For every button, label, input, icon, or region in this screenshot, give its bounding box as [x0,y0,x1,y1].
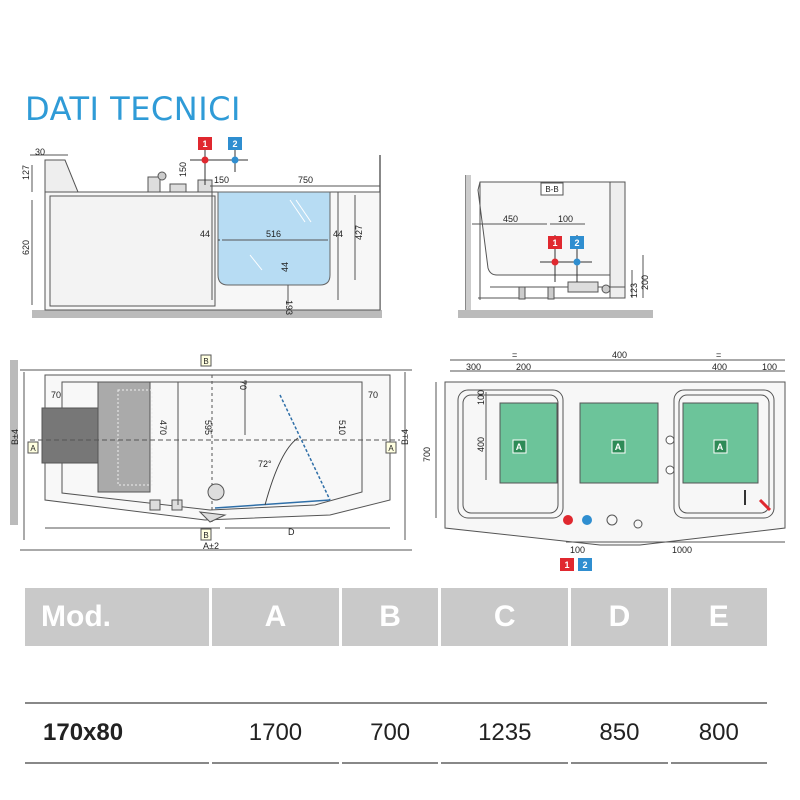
plan-view [10,360,412,551]
dim-150-vertical: 150 [178,162,188,177]
dim-equal-left: = [512,350,517,360]
dim-100-bottom: 100 [570,545,585,555]
dim-427: 427 [354,225,364,240]
dim-400-vertical: 400 [476,437,486,452]
dim-44-bottom: 44 [280,262,290,272]
cold-water-marker-bottom-label: 2 [582,560,587,570]
cell-c: 1235 [441,704,569,764]
dim-1000: 1000 [672,545,692,555]
cell-model: 170x80 [25,704,209,764]
cold-water-marker-section-label: 2 [574,238,579,248]
zone-a-left-label: A [516,442,523,452]
dim-equal-right: = [716,350,721,360]
dim-44-left: 44 [200,229,210,239]
section-bb-label-box [540,182,564,196]
dim-510: 510 [337,420,347,435]
dim-70-right: 70 [368,390,378,400]
dim-150: 150 [214,175,229,185]
cold-water-marker [228,137,242,150]
header-e: E [670,588,767,646]
dim-400-right: 400 [712,362,727,372]
dim-a: A±2 [203,541,219,551]
front-view [30,150,382,318]
hot-water-marker [198,137,212,150]
header-d: D [571,588,668,646]
dim-200: 200 [516,362,531,372]
dim-450: 450 [503,214,518,224]
header-b: B [341,588,439,646]
page-title: DATI TECNICI [25,90,241,128]
zone-a-right-tag [713,439,728,454]
dim-200: 200 [640,275,650,290]
dim-100: 100 [558,214,573,224]
section-marker-top [200,354,212,367]
hot-water-marker-label: 1 [202,139,207,149]
section-view-labels: B-B 1 2 450 100 200 123 [503,182,650,298]
hot-water-marker-bottom-label: 1 [564,560,569,570]
dim-b-right: B±4 [400,429,410,445]
dim-100-vertical: 100 [476,390,486,405]
dim-595: 595 [203,420,213,435]
dim-516: 516 [266,229,281,239]
plan-view-labels: B B A A B±4 B±4 70 70 70 470 595 510 72°… [10,354,410,551]
section-marker-top-label: B [203,357,208,366]
cold-water-marker-bottom [578,558,592,571]
dim-123: 123 [629,283,639,298]
zone-a-center-tag [611,439,626,454]
cell-e: 800 [670,704,767,764]
cell-a: 1700 [212,704,339,764]
section-marker-bottom-label: B [203,531,208,540]
dim-b-left: B±4 [10,429,20,445]
dim-300: 300 [466,362,481,372]
dim-470: 470 [158,420,168,435]
dim-100-right: 100 [762,362,777,372]
header-a: A [212,588,339,646]
dim-70-left: 70 [51,390,61,400]
table-row: 170x80 1700 700 1235 850 800 [25,704,767,764]
dim-750: 750 [298,175,313,185]
dim-620: 620 [21,240,31,255]
hot-water-marker-bottom [560,558,574,571]
zone-a-center-label: A [615,442,622,452]
door-angle: 72° [258,459,272,469]
spec-table: Mod. A B C D E 170x80 1700 700 1235 850 … [22,588,770,764]
zone-a-left [499,402,558,484]
front-view-labels: 1 2 30 127 620 150 150 750 44 516 44 44 … [21,137,364,315]
dim-44-right: 44 [333,229,343,239]
bottom-view [435,359,786,546]
spec-table-header: Mod. A B C D E [25,588,767,646]
cell-b: 700 [341,704,439,764]
cold-water-marker-label: 2 [232,139,237,149]
a-marker-left [27,441,39,454]
dim-30: 30 [35,147,45,157]
section-bb-label: B-B [545,185,558,194]
a-marker-left-label: A [30,444,36,453]
section-view [458,175,653,318]
cell-d: 850 [571,704,668,764]
hot-water-marker-section [548,236,562,249]
hot-water-marker-section-label: 1 [552,238,557,248]
dim-d: D [288,527,295,537]
cold-water-marker-section [570,236,584,249]
bottom-view-labels: = 400 = 300 200 400 100 100 400 700 100 … [422,350,777,571]
header-c: C [441,588,569,646]
table-spacer [25,646,767,704]
dim-193: 193 [284,300,294,315]
dim-127: 127 [21,165,31,180]
dim-400-top: 400 [612,350,627,360]
section-marker-bottom [200,528,212,541]
zone-a-right-label: A [717,442,724,452]
a-marker-right [385,441,397,454]
dim-700: 700 [422,447,432,462]
a-marker-right-label: A [388,444,394,453]
zone-a-left-tag [512,439,527,454]
technical-drawing: 1 2 30 127 620 150 150 750 44 516 44 44 … [10,137,786,571]
header-model: Mod. [25,588,209,646]
dim-70-center: 70 [238,380,248,390]
